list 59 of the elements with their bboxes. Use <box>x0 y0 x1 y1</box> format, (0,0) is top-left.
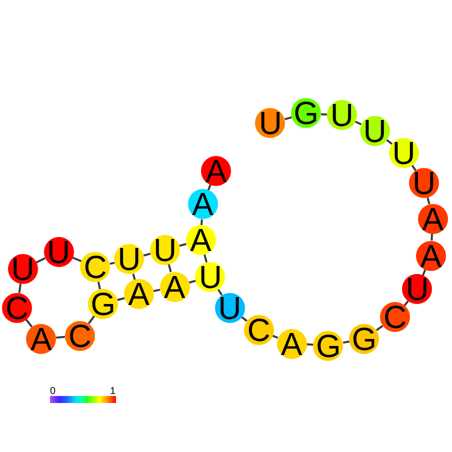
backbone-line <box>376 325 384 332</box>
nucleotide-circle: A <box>186 225 216 256</box>
nucleotide-circle: A <box>26 324 56 354</box>
base-pair-line <box>97 282 101 290</box>
backbone-line <box>18 284 22 294</box>
backbone-line <box>241 316 248 322</box>
backbone-line <box>355 120 362 126</box>
nucleotide-circle: U <box>409 168 440 198</box>
nucleotide-circle: G <box>88 288 118 319</box>
nucleotide-circle: A <box>276 328 307 358</box>
nucleotide-circle: A <box>416 240 446 271</box>
nucleotide-circle: G <box>291 98 322 128</box>
nucleotide-circle: U <box>388 138 419 168</box>
backbone-line <box>200 219 203 226</box>
nucleotide-circle: C <box>244 315 274 345</box>
backbone-line <box>284 116 292 120</box>
base-pair-line <box>168 264 172 272</box>
nucleotide-circle: A <box>160 272 190 302</box>
backbone-line <box>72 256 82 262</box>
nucleotide-circle: U <box>114 244 144 274</box>
base-pair-line <box>132 274 136 280</box>
nucleotide-circle: U <box>195 262 226 292</box>
backbone-line <box>426 197 430 204</box>
nucleotide-circle: G <box>349 324 380 354</box>
nucleotide-circle: U <box>360 116 390 146</box>
backbone-line <box>153 288 160 292</box>
nucleotide-circle: U <box>44 236 74 267</box>
backbone-line <box>56 336 65 339</box>
backbone-line <box>386 139 392 145</box>
backbone-line <box>25 318 33 328</box>
nucleotide-circle: U <box>326 100 357 130</box>
backbone-line <box>321 113 327 116</box>
nucleotide-circle: U <box>214 292 245 323</box>
backbone-line <box>430 234 433 241</box>
nucleotide-circle: U <box>255 108 286 138</box>
nucleotide-circle: G <box>313 330 344 360</box>
nucleotide-circle: C <box>2 292 32 323</box>
nucleotide-circle: C <box>380 302 410 332</box>
nucleotide-circle: U <box>150 234 180 265</box>
nucleotide-circle: A <box>124 279 154 310</box>
backbone-line <box>217 288 223 296</box>
base-pair-line <box>204 254 208 263</box>
backbone-line <box>88 315 96 324</box>
backbone-line <box>143 252 151 256</box>
backbone-line <box>117 297 125 301</box>
scale-tick-label: 1 <box>110 387 116 397</box>
backbone-line <box>36 257 46 264</box>
nucleotide-circle: C <box>64 320 95 351</box>
backbone-line <box>342 340 350 344</box>
nucleotide-circle: C <box>80 252 110 282</box>
nucleotide-circle: A <box>418 204 448 234</box>
nucleotide-circle: U <box>402 274 432 304</box>
backbone-line <box>272 334 278 339</box>
backbone-line <box>179 243 186 247</box>
scale-tick-label: 0 <box>50 387 56 397</box>
backbone-line <box>411 164 417 172</box>
nucleotide-circle: A <box>201 156 232 186</box>
nucleotide-circle: A <box>188 189 218 220</box>
nucleotide-circle: U <box>8 254 38 284</box>
